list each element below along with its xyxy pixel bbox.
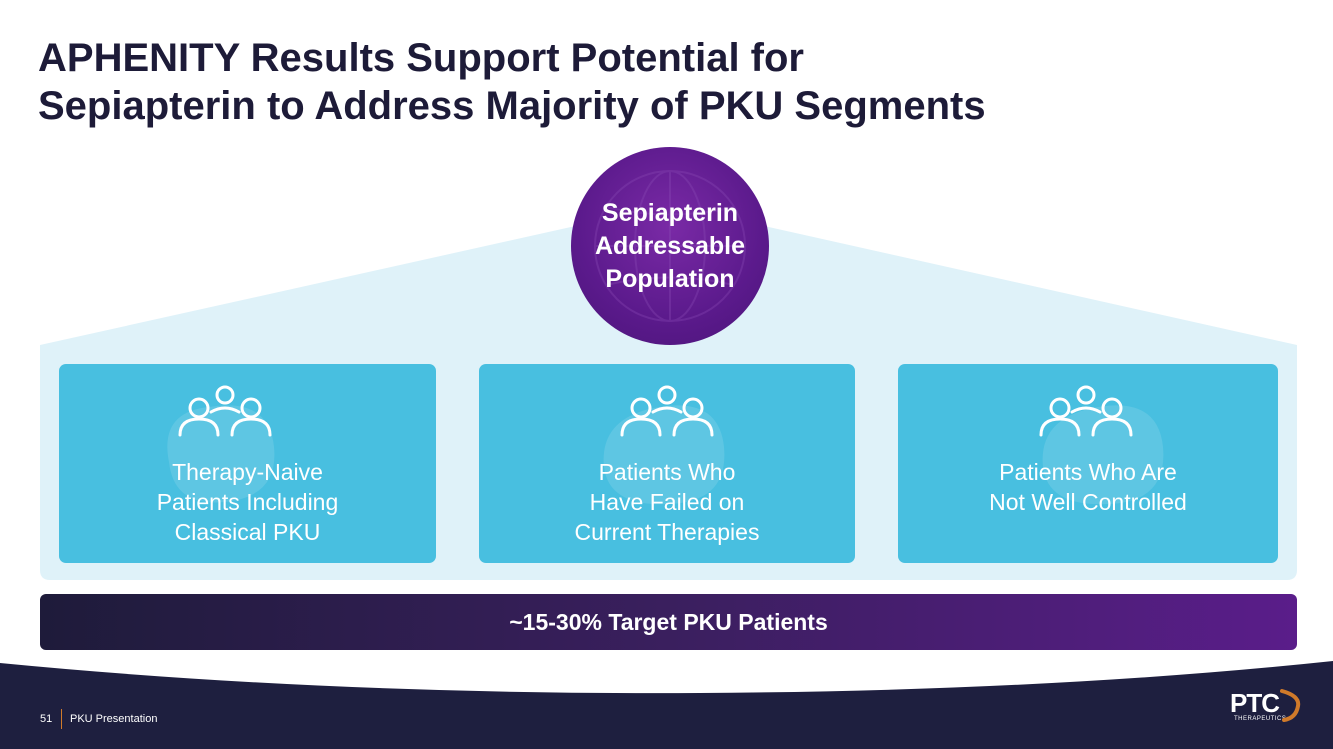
logo-wordmark: PTC [1230, 688, 1280, 718]
segment-line: Patients Who Are [999, 459, 1177, 485]
segment-card-failed-therapies: Patients Who Have Failed on Current Ther… [479, 364, 855, 563]
circle-line-2: Addressable [594, 231, 746, 260]
decorative-blob [603, 405, 725, 505]
segment-line: Classical PKU [174, 519, 321, 545]
segment-line: Current Therapies [574, 519, 760, 545]
circle-line-1: Sepiapterin [601, 198, 739, 227]
segment-card-not-well-controlled: Patients Who Are Not Well Controlled [898, 364, 1278, 563]
segment-line: Patients Including [156, 489, 339, 515]
title-line-1: APHENITY Results Support Potential for [38, 36, 804, 80]
segment-line: Therapy-Naive [172, 459, 323, 485]
segment-line: Not Well Controlled [989, 489, 1187, 515]
page-title: APHENITY Results Support Potential for S… [38, 34, 986, 130]
page-number: 51 [40, 713, 53, 725]
decorative-blob [167, 405, 275, 503]
decorative-blob [1042, 405, 1164, 505]
logo-subtitle: THERAPEUTICS [1234, 716, 1287, 722]
segment-card-therapy-naive: Therapy-Naive Patients Including Classic… [59, 364, 436, 563]
title-line-2: Sepiapterin to Address Majority of PKU S… [38, 84, 986, 128]
people-group-icon [620, 385, 714, 437]
addressable-population-circle: Sepiapterin Addressable Population [571, 147, 769, 345]
footer-wave [0, 661, 1333, 749]
segment-label: Patients Who Are Not Well Controlled [898, 457, 1278, 517]
segment-line: Have Failed on [589, 489, 745, 515]
ptc-logo: PTC THERAPEUTICS [1230, 688, 1305, 728]
segment-label: Patients Who Have Failed on Current Ther… [479, 457, 855, 547]
people-group-icon [178, 385, 272, 437]
segment-line: Patients Who [598, 459, 736, 485]
globe-icon [594, 170, 746, 322]
footer-divider [61, 709, 62, 729]
segment-label: Therapy-Naive Patients Including Classic… [59, 457, 436, 547]
people-group-icon [1039, 385, 1133, 437]
logo-arc-icon [1280, 689, 1301, 722]
circle-label: Sepiapterin Addressable Population [595, 197, 745, 296]
target-patients-banner: ~15-30% Target PKU Patients [40, 594, 1297, 650]
footer-label: PKU Presentation [70, 713, 158, 725]
circle-line-3: Population [605, 264, 735, 293]
